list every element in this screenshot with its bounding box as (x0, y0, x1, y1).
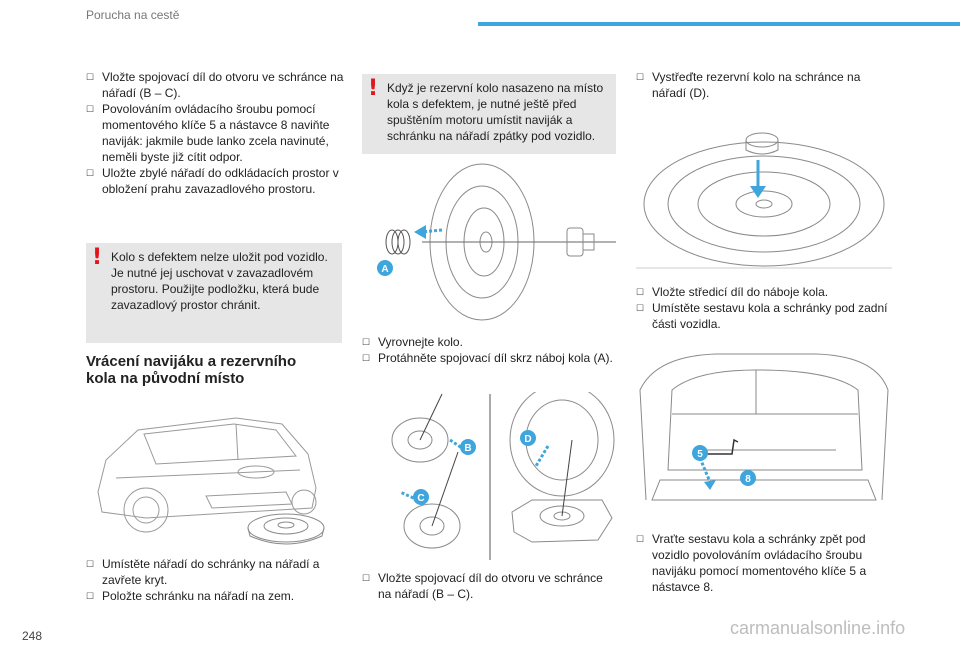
toolbox-connector-illustration: B C D (391, 392, 615, 560)
col1-steps: Vložte spojovací díl do otvoru ve schrán… (86, 69, 344, 197)
col3-steps-top: Vystřeďte rezervní kolo na schránce na n… (636, 69, 892, 101)
col2-steps-bottom: Vložte spojovací díl do otvoru ve schrán… (362, 570, 618, 602)
callout-label: 5 (697, 449, 703, 460)
running-header: Porucha na cestě (86, 8, 180, 22)
warning-box: ! Když je rezervní kolo nasazeno na míst… (362, 74, 616, 154)
warning-text: Kolo s defektem nelze uložit pod vozidlo… (111, 250, 328, 312)
trunk-winch-illustration: 5 8 (639, 353, 889, 501)
watermark: carmanualsonline.info (730, 618, 906, 638)
page-number: 248 (22, 629, 43, 643)
step-item: Vyrovnejte kolo. (362, 334, 618, 350)
spare-wheel-illustration (636, 132, 892, 269)
figure-spare-wheel-centering (636, 118, 892, 278)
step-item: Uložte zbylé nářadí do odkládacích prost… (86, 165, 344, 197)
step-item: Vložte spojovací díl do otvoru ve schrán… (86, 69, 344, 101)
col3-steps-mid: Vložte středicí díl do náboje kola. Umís… (636, 284, 892, 332)
callout-label: A (381, 264, 388, 275)
figure-car-rear (86, 400, 342, 550)
col1-steps-after: Umístěte nářadí do schránky na nářadí a … (86, 556, 344, 604)
step-item: Umístěte nářadí do schránky na nářadí a … (86, 556, 344, 588)
warning-text: Když je rezervní kolo nasazeno na místo … (387, 81, 604, 143)
callout-label: B (464, 443, 471, 454)
figure-wheel-hub: A (362, 160, 616, 325)
section-title: Vrácení navijáku a rezervního kola na pů… (86, 353, 296, 387)
step-item: Umístěte sestavu kola a schránky pod zad… (636, 300, 892, 332)
step-item: Vraťte sestavu kola a schránky zpět pod … (636, 531, 892, 595)
step-item: Povolováním ovládacího šroubu pomocí mom… (86, 101, 344, 165)
col3-steps-bottom: Vraťte sestavu kola a schránky zpět pod … (636, 531, 892, 595)
warning-box: ! Kolo s defektem nelze uložit pod vozid… (86, 243, 342, 343)
header-accent-bar (478, 22, 960, 26)
col2-steps-mid: Vyrovnejte kolo. Protáhněte spojovací dí… (362, 334, 618, 366)
step-item: Vložte středicí díl do náboje kola. (636, 284, 892, 300)
section-title-line: Vrácení navijáku a rezervního (86, 353, 297, 370)
step-item: Vystřeďte rezervní kolo na schránce na n… (636, 69, 892, 101)
figure-toolbox-connector: B C D (362, 392, 618, 562)
callout-label: C (417, 493, 424, 504)
figure-trunk-winch: 5 8 (636, 350, 892, 510)
step-item: Protáhněte spojovací díl skrz náboj kola… (362, 350, 618, 366)
callout-label: D (524, 434, 531, 445)
car-rear-illustration (97, 417, 325, 545)
warning-icon: ! (368, 76, 379, 101)
wheel-hub-illustration: A (377, 163, 616, 321)
callout-label: 8 (745, 474, 751, 485)
step-item: Vložte spojovací díl do otvoru ve schrán… (362, 570, 618, 602)
section-title-line: kola na původní místo (86, 370, 245, 387)
warning-icon: ! (92, 245, 103, 270)
step-item: Položte schránku na nářadí na zem. (86, 588, 344, 604)
